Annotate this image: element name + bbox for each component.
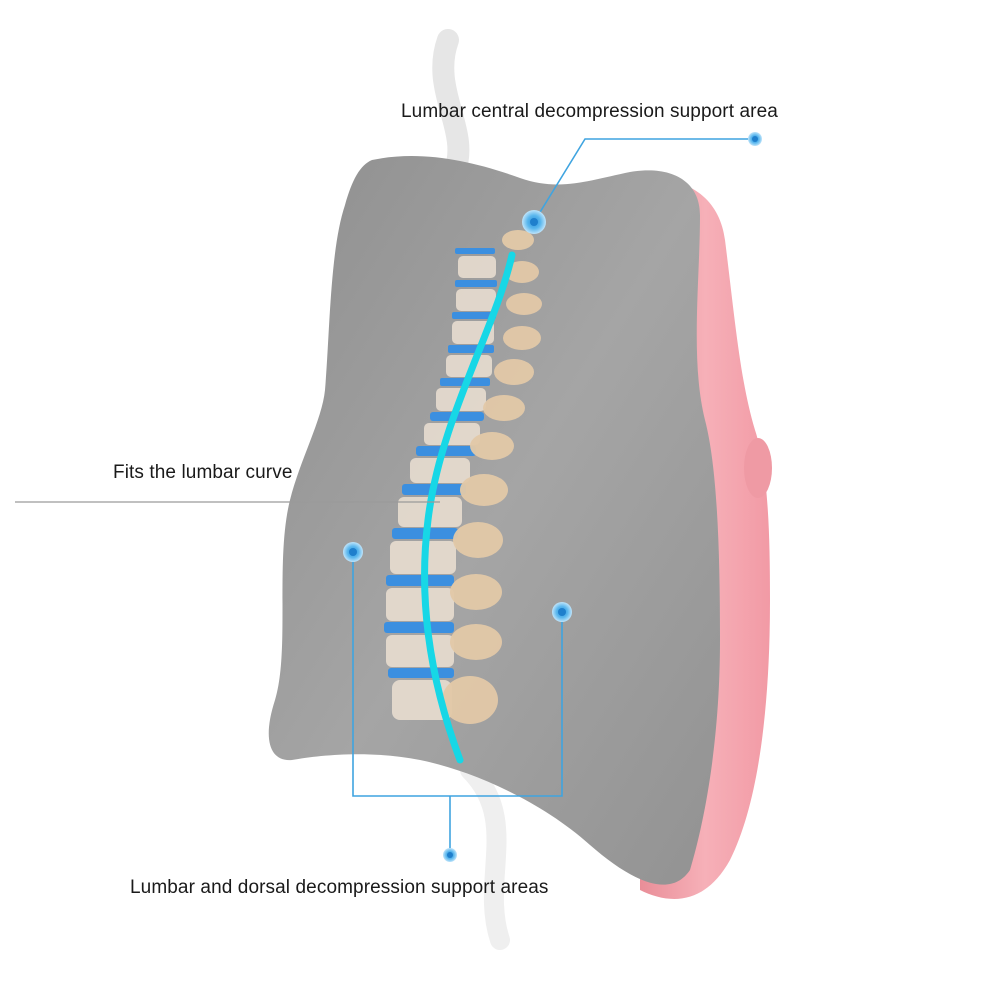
callout-lines xyxy=(352,138,753,853)
spine-processes xyxy=(442,230,542,724)
backbone-shadow xyxy=(432,29,470,181)
label-dorsal-support: Lumbar and dorsal decompression support … xyxy=(130,877,549,898)
cushion-strap-knob xyxy=(744,438,772,498)
cushion-gray-face xyxy=(268,156,720,885)
lumbar-curve-line xyxy=(421,251,516,764)
label-central-support: Lumbar central decompression support are… xyxy=(401,101,778,122)
callout-dot-icon xyxy=(343,132,762,862)
label-lumbar-curve: Fits the lumbar curve xyxy=(113,462,293,483)
backbone-shadow-lower xyxy=(460,760,510,950)
